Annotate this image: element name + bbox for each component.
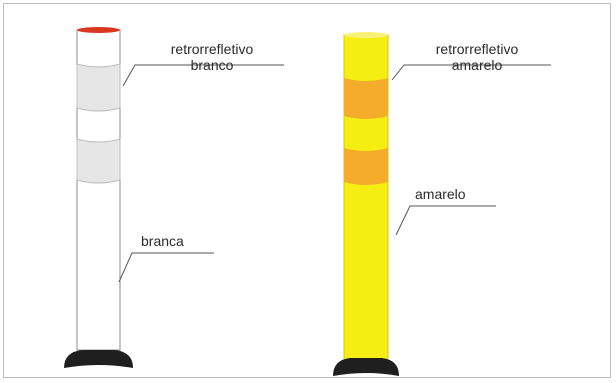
label-yellow-body: amarelo <box>415 186 466 202</box>
label-white-body-text: branca <box>141 233 184 249</box>
white-post-red-cap <box>77 27 120 33</box>
label-white-body: branca <box>141 233 184 249</box>
white-post-base <box>64 350 133 368</box>
leader-line-yellow-reflective <box>391 64 551 81</box>
label-yellow-reflective-line2: amarelo <box>451 57 503 73</box>
label-white-reflective-line2: branco <box>190 57 234 73</box>
white-reflective-band-1 <box>76 63 121 112</box>
yellow-post-base <box>333 358 399 376</box>
white-reflective-band-2 <box>76 138 121 184</box>
label-yellow-reflective: retrorrefletivo amarelo <box>405 41 549 73</box>
yellow-reflective-band-1 <box>344 78 388 119</box>
label-yellow-reflective-line1: retrorrefletivo <box>435 41 519 57</box>
leader-line-yellow-body <box>395 205 496 236</box>
leader-line-white-body <box>118 252 214 283</box>
label-white-reflective: retrorrefletivo branco <box>140 41 284 73</box>
white-bollard <box>64 27 133 368</box>
label-yellow-body-text: amarelo <box>415 186 466 202</box>
label-white-reflective-line1: retrorrefletivo <box>170 41 254 57</box>
yellow-reflective-band-2 <box>344 148 388 185</box>
yellow-post-top-cap <box>344 32 388 38</box>
yellow-bollard <box>333 32 399 376</box>
leader-line-white-reflective <box>122 64 284 87</box>
